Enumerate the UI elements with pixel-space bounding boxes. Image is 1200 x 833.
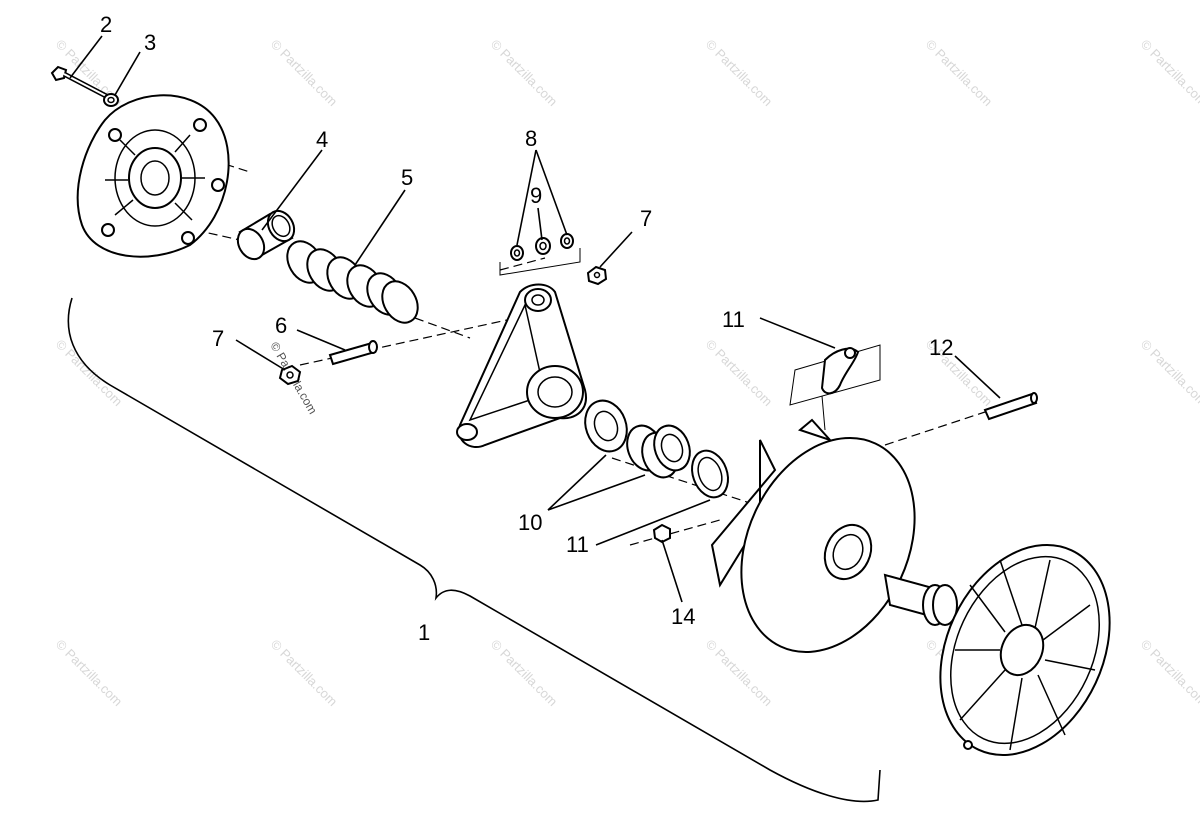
callout-9: 9	[530, 183, 542, 208]
assembly-axis	[194, 159, 986, 546]
watermark: © Partzilla.com	[53, 637, 126, 710]
callout-3: 3	[144, 30, 156, 55]
part-pin	[328, 340, 378, 366]
watermark: © Partzilla.com	[703, 37, 776, 110]
part-bushing-ring	[236, 209, 296, 261]
part-spider-arm	[456, 283, 587, 448]
part-washers-group	[499, 233, 581, 276]
callout-labels: 2 3 4 5 8 9 7 11 12 6 7 10 11 14 1	[100, 12, 953, 645]
part-nut-small	[652, 523, 671, 544]
callout-7-left: 7	[212, 326, 224, 351]
callout-12: 11	[722, 307, 745, 332]
part-spring	[286, 240, 419, 324]
watermark: © Partzilla.com	[488, 637, 561, 710]
part-washer	[103, 93, 119, 107]
assembly-bracket	[67, 297, 881, 803]
callout-14: 14	[671, 604, 695, 629]
part-washer-bushing	[584, 399, 691, 479]
part-cover	[76, 94, 230, 258]
watermark: © Partzilla.com	[703, 337, 776, 410]
part-moveable-sheave	[710, 418, 916, 653]
part-long-pin	[983, 392, 1038, 421]
callout-11: 11	[566, 532, 589, 557]
watermark: © Partzilla.com	[1138, 337, 1200, 410]
callout-7-right: 7	[640, 206, 652, 231]
watermark: © Partzilla.com	[268, 637, 341, 710]
watermark: © Partzilla.com	[1138, 37, 1200, 110]
part-nut-left	[278, 364, 302, 386]
callout-8: 8	[525, 126, 537, 151]
part-fixed-sheave	[939, 543, 1111, 757]
callout-10: 10	[518, 510, 542, 535]
watermark: © Partzilla.com	[703, 637, 776, 710]
watermark: © Partzilla.com	[923, 37, 996, 110]
watermark: © Partzilla.com	[488, 37, 561, 110]
callout-4: 4	[316, 127, 328, 152]
part-ring	[691, 449, 729, 499]
part-nut-right	[586, 265, 608, 286]
callout-2: 2	[100, 12, 112, 37]
watermark: © Partzilla.com	[1138, 637, 1200, 710]
watermark: © Partzilla.com	[53, 337, 126, 410]
callout-13: 12	[929, 335, 953, 360]
leader-lines	[69, 35, 1001, 603]
callout-1: 1	[418, 620, 430, 645]
callout-6: 6	[275, 313, 287, 338]
callout-5: 5	[401, 165, 413, 190]
part-shaft	[883, 573, 958, 626]
part-bolt	[50, 65, 110, 100]
part-clip	[789, 344, 881, 431]
watermark: © Partzilla.com	[268, 37, 341, 110]
